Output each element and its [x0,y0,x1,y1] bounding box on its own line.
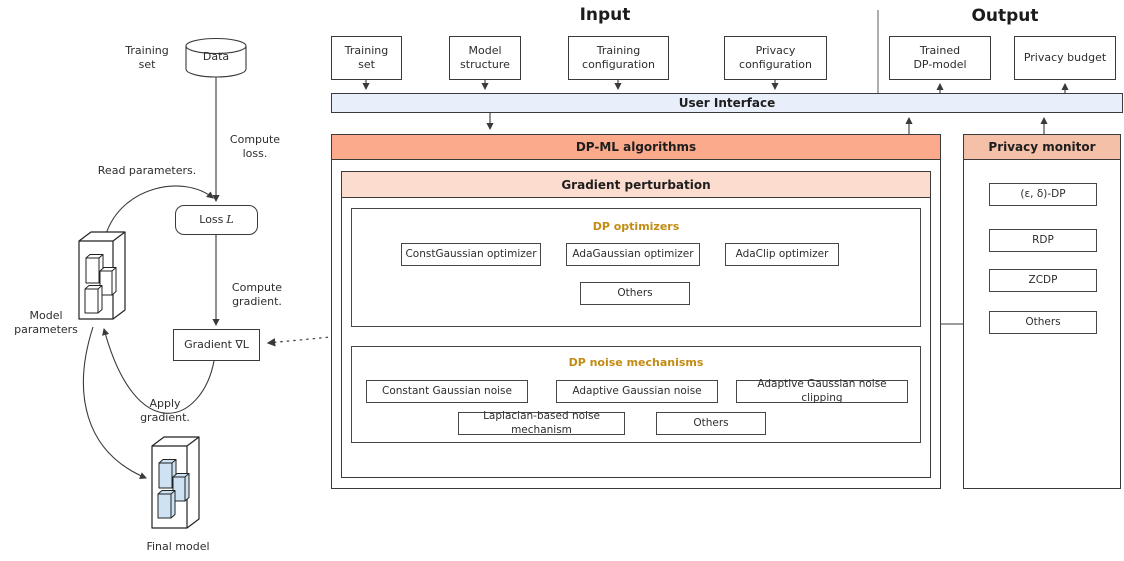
monitor-zcdp: ZCDP [989,269,1097,292]
compute-loss-label: Compute loss. [229,133,281,160]
loss-word: Loss [199,213,224,227]
noise-laplacian: Laplacian-based noise mechanism [458,410,625,436]
input-box-privacy-configuration: Privacy configuration [724,36,827,80]
training-set-label: Training set [125,44,169,71]
output-title: Output [971,6,1039,26]
optimizer-adagaussian: AdaGaussian optimizer [566,243,700,266]
input-box-label: Model structure [460,44,510,71]
user-interface-label: User Interface [678,96,776,110]
monitor-others: Others [989,311,1097,334]
input-box-label: Privacy configuration [739,44,812,71]
loss-symbol: L [226,213,234,227]
input-box-training-set: Training set [331,36,402,80]
gradient-perturbation-header: Gradient perturbation [341,171,931,198]
input-box-model-structure: Model structure [449,36,521,80]
output-box-label: Trained DP-model [913,44,967,71]
output-box-label: Privacy budget [1023,51,1107,65]
dpml-title: DP-ML algorithms [575,140,697,154]
noise-others: Others [656,412,766,435]
noise-adaptive-gaussian-clipping: Adaptive Gaussian noise clipping [736,378,908,404]
apply-gradient-label: Apply gradient. [140,397,190,424]
dpml-header: DP-ML algorithms [331,134,941,160]
gradient-node: Gradient ∇L [173,329,260,361]
dp-noise-title: DP noise mechanisms [568,356,704,369]
loss-node: Loss L [175,205,258,235]
output-box-trained-dp-model: Trained DP-model [889,36,991,80]
data-label: Data [202,50,230,63]
noise-constant-gaussian: Constant Gaussian noise [366,380,528,403]
monitor-rdp: RDP [989,229,1097,252]
input-box-label: Training configuration [582,44,655,71]
noise-adaptive-gaussian: Adaptive Gaussian noise [556,380,718,403]
output-box-privacy-budget: Privacy budget [1014,36,1116,80]
dp-optimizers-panel [351,208,921,327]
compute-gradient-label: Compute gradient. [231,281,283,308]
optimizer-constgaussian: ConstGaussian optimizer [401,243,541,266]
input-box-training-configuration: Training configuration [568,36,669,80]
input-title: Input [579,5,631,25]
dp-optimizers-title: DP optimizers [592,220,680,233]
user-interface-bar: User Interface [331,93,1123,113]
input-box-label: Training set [344,44,389,71]
optimizer-others: Others [580,282,690,305]
privacy-monitor-title: Privacy monitor [988,140,1096,154]
read-parameters-label: Read parameters. [97,164,197,177]
gradient-perturbation-title: Gradient perturbation [561,177,711,192]
privacy-monitor-header: Privacy monitor [963,134,1121,160]
monitor-eps-delta-dp: (ε, δ)-DP [989,183,1097,206]
final-model-label: Final model [146,540,210,553]
optimizer-adaclip: AdaClip optimizer [725,243,839,266]
model-parameters-icon [78,231,126,320]
model-parameters-label: Model parameters [14,309,78,336]
final-model-icon [151,436,200,529]
